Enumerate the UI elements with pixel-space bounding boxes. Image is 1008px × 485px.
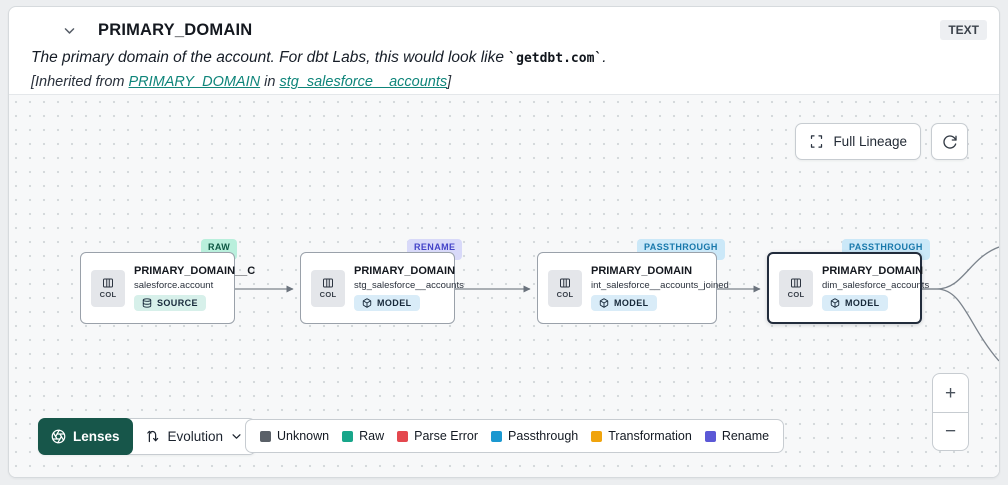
legend-item-passthrough: Passthrough <box>491 429 578 443</box>
legend-item-parse-error: Parse Error <box>397 429 478 443</box>
legend-label: Unknown <box>277 429 330 443</box>
cube-icon <box>830 298 840 308</box>
legend-swatch <box>397 430 409 442</box>
full-lineage-label: Full Lineage <box>833 134 907 149</box>
inherited-column-link[interactable]: PRIMARY_DOMAIN <box>128 74 261 90</box>
resource-label: MODEL <box>614 298 649 308</box>
col-chip-label: COL <box>556 290 574 299</box>
inherited-prefix: [Inherited from <box>31 74 129 90</box>
col-chip-label: COL <box>319 290 337 299</box>
aperture-icon <box>51 429 66 444</box>
lens-selected-value: Evolution <box>167 429 224 444</box>
lenses-button[interactable]: Lenses <box>38 418 133 455</box>
legend-item-rename: Rename <box>704 429 770 443</box>
legend-label: Passthrough <box>508 429 579 443</box>
collapse-button[interactable] <box>61 22 78 39</box>
columns-icon <box>790 277 802 289</box>
resource-pill-model: MODEL <box>354 295 420 311</box>
legend-swatch <box>591 430 603 442</box>
inherited-suffix: ] <box>447 74 452 90</box>
lineage-node-stg[interactable]: COL PRIMARY_DOMAIN stg_salesforce__accou… <box>300 252 464 324</box>
column-chip: COL <box>91 269 125 307</box>
resource-pill-model: MODEL <box>822 295 888 311</box>
legend-label: Parse Error <box>414 429 479 443</box>
node-subtitle: dim_salesforce_accounts <box>822 280 930 291</box>
lineage-node-dim-selected[interactable]: COL PRIMARY_DOMAIN dim_salesforce_accoun… <box>767 252 930 324</box>
inherited-model-link[interactable]: stg_salesforce__accounts <box>279 74 448 90</box>
cube-icon <box>599 298 609 308</box>
legend-swatch <box>260 430 271 442</box>
resource-pill-source: SOURCE <box>134 295 206 311</box>
legend-label: Transformation <box>608 429 692 443</box>
evolution-legend: Unknown Raw Parse Error Passthrough Tran… <box>245 419 785 453</box>
column-chip: COL <box>311 269 345 307</box>
zoom-out-button[interactable]: − <box>933 412 968 450</box>
panel-header: PRIMARY_DOMAIN TEXT The primary domain o… <box>9 7 999 94</box>
description-code: `getdbt.com` <box>508 51 603 66</box>
lineage-node-source[interactable]: COL PRIMARY_DOMAIN__C salesforce.account… <box>80 252 256 324</box>
chevron-down-icon <box>231 431 242 442</box>
column-type-badge: TEXT <box>940 20 987 40</box>
resource-label: MODEL <box>377 298 412 308</box>
lens-controls: Lenses Evolution <box>38 418 257 455</box>
chevron-down-icon <box>63 24 76 37</box>
columns-icon <box>102 277 114 289</box>
col-chip-label: COL <box>99 290 117 299</box>
node-title: PRIMARY_DOMAIN <box>822 265 924 277</box>
database-icon <box>142 298 152 308</box>
legend-item-raw: Raw <box>342 429 384 443</box>
lineage-node-int[interactable]: COL PRIMARY_DOMAIN int_salesforce__accou… <box>537 252 729 324</box>
legend-label: Rename <box>721 429 770 443</box>
resource-label: SOURCE <box>157 298 198 308</box>
node-subtitle: int_salesforce__accounts_joined <box>591 280 729 291</box>
legend-label: Raw <box>359 429 385 443</box>
columns-icon <box>559 277 571 289</box>
lineage-edges <box>235 246 999 362</box>
legend-swatch <box>342 430 354 442</box>
full-lineage-button[interactable]: Full Lineage <box>795 123 921 160</box>
refresh-button[interactable] <box>931 123 968 160</box>
inherited-from-note: [Inherited from PRIMARY_DOMAIN in stg_sa… <box>31 74 977 90</box>
description-text: The primary domain of the account. For d… <box>31 49 509 66</box>
evolution-icon <box>145 429 160 444</box>
zoom-controls: + − <box>932 373 969 451</box>
legend-swatch <box>704 430 716 442</box>
node-title: PRIMARY_DOMAIN <box>591 265 693 277</box>
zoom-in-button[interactable]: + <box>933 374 968 412</box>
column-description: The primary domain of the account. For d… <box>31 49 977 67</box>
legend-item-unknown: Unknown <box>260 429 329 443</box>
full-lineage-icon <box>809 134 824 149</box>
col-chip-label: COL <box>787 290 805 299</box>
legend-item-transformation: Transformation <box>591 429 692 443</box>
lenses-label: Lenses <box>73 429 120 444</box>
refresh-icon <box>942 134 958 150</box>
node-subtitle: salesforce.account <box>134 280 214 291</box>
columns-icon <box>322 277 334 289</box>
column-chip: COL <box>548 269 582 307</box>
resource-label: MODEL <box>845 298 880 308</box>
column-chip: COL <box>779 269 813 307</box>
node-subtitle: stg_salesforce__accounts <box>354 280 464 291</box>
description-period: . <box>602 49 607 66</box>
inherited-mid: in <box>260 74 280 90</box>
cube-icon <box>362 298 372 308</box>
page-title: PRIMARY_DOMAIN <box>98 20 253 39</box>
node-title: PRIMARY_DOMAIN <box>354 265 456 277</box>
node-title: PRIMARY_DOMAIN__C <box>134 265 256 277</box>
column-details-panel: PRIMARY_DOMAIN TEXT The primary domain o… <box>8 6 1000 478</box>
lens-dropdown[interactable]: Evolution <box>132 419 256 454</box>
legend-swatch <box>491 430 503 442</box>
lineage-canvas[interactable]: Full Lineage RAW RENAME PASSTHROUGH PASS… <box>9 94 999 477</box>
resource-pill-model: MODEL <box>591 295 657 311</box>
